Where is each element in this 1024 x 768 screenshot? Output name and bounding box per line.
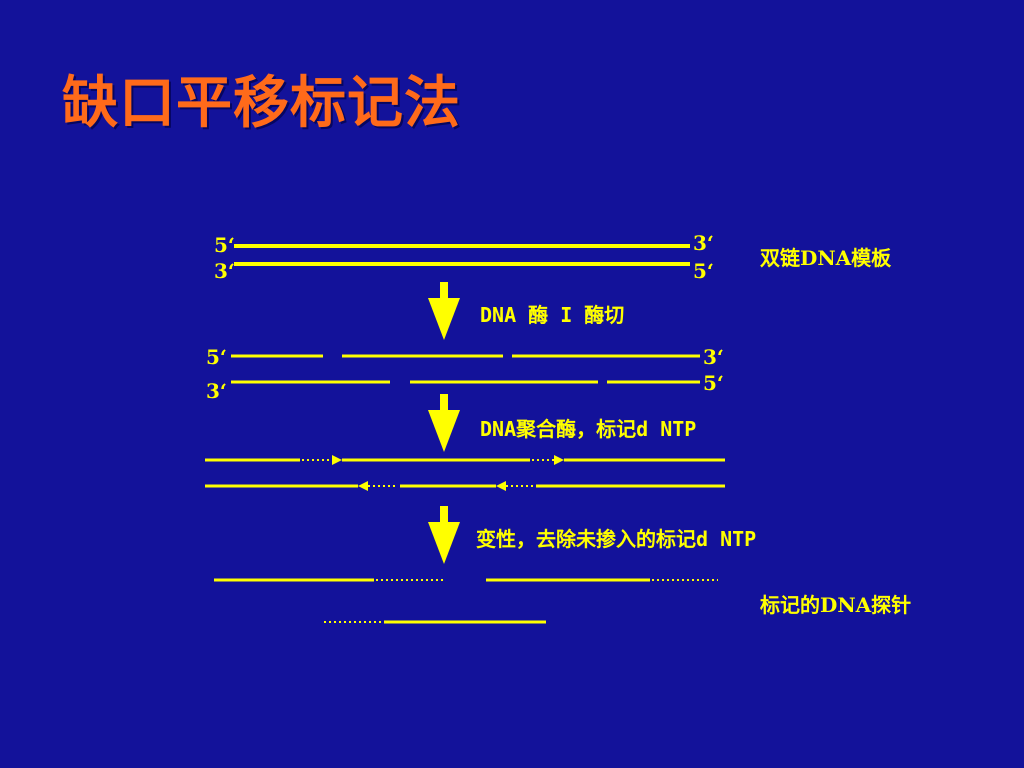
- translation-strands: [205, 455, 725, 491]
- probe-label: 标记的DNA探针: [760, 593, 911, 617]
- step2-label: DNA聚合酶，标记d NTP: [480, 417, 696, 441]
- probe-strands: [214, 578, 718, 624]
- down-arrow-2: [428, 394, 460, 452]
- nicked-bottom-left-end: 3‘: [206, 379, 227, 403]
- template-top-left-end: 5‘: [214, 233, 235, 257]
- down-arrow-3: [428, 506, 460, 564]
- step1-label: DNA 酶 I 酶切: [480, 303, 624, 327]
- template-label: 双链DNA模板: [760, 246, 892, 270]
- template-bottom-left-end: 3‘: [214, 259, 235, 283]
- nicked-strands: [231, 354, 700, 384]
- template-top-right-end: 3‘: [693, 231, 714, 255]
- nicked-top-right-end: 3‘: [703, 345, 724, 369]
- template-strands: [234, 244, 690, 266]
- template-bottom-right-end: 5‘: [693, 259, 714, 283]
- down-arrow-1: [428, 282, 460, 340]
- step3-label: 变性，去除未掺入的标记d NTP: [476, 527, 756, 551]
- slide-title: 缺口平移标记法: [62, 70, 461, 136]
- nicked-bottom-right-end: 5‘: [703, 371, 724, 395]
- nicked-top-left-end: 5‘: [206, 345, 227, 369]
